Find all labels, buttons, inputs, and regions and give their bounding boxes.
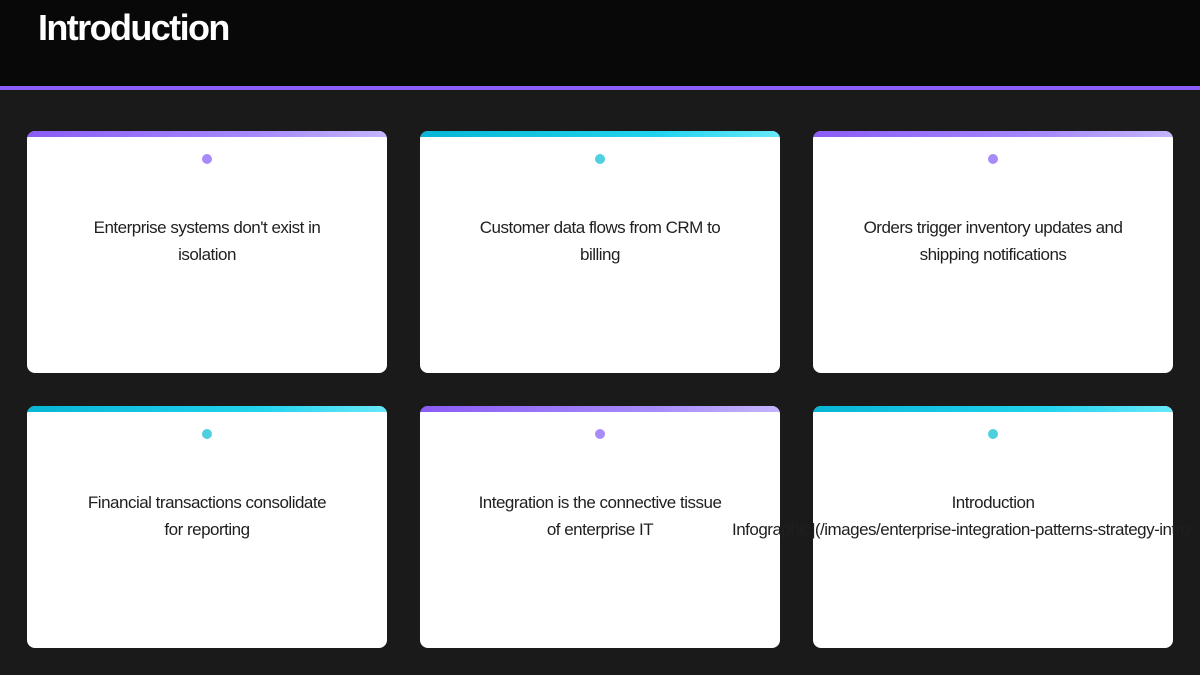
card-2: Customer data flows from CRM to billing bbox=[420, 131, 780, 373]
card-text-line: Financial transactions consolidate bbox=[87, 493, 327, 512]
header-divider bbox=[0, 86, 1200, 90]
card-6 bbox=[813, 406, 1173, 648]
card-text-line: Enterprise systems don't exist in bbox=[93, 218, 321, 237]
card-text: Introduction bbox=[813, 489, 1173, 516]
card-5: Integration is the connective tissue of … bbox=[420, 406, 780, 648]
card-text-line: Introduction bbox=[951, 493, 1035, 512]
card-6-text-layer: Introduction bbox=[813, 406, 1173, 648]
card-accent-bar bbox=[27, 131, 387, 137]
slide-header: Introduction bbox=[0, 0, 1200, 86]
card-text-line: shipping notifications bbox=[919, 245, 1067, 264]
card-text: Enterprise systems don't exist in isolat… bbox=[27, 214, 387, 268]
card-text-line: for reporting bbox=[164, 520, 250, 539]
bullet-dot-icon bbox=[595, 154, 605, 164]
card-accent-bar bbox=[27, 406, 387, 412]
card-text-line: Orders trigger inventory updates and bbox=[863, 218, 1123, 237]
card-text-line: billing bbox=[580, 245, 620, 264]
card-accent-bar bbox=[420, 406, 780, 412]
card-text: Financial transactions consolidate for r… bbox=[27, 489, 387, 543]
card-text-line: Infographic](/images/enterprise-integrat… bbox=[732, 520, 1190, 539]
bullet-dot-icon bbox=[202, 429, 212, 439]
card-text-line: Integration is the connective tissue bbox=[478, 493, 722, 512]
card-accent-bar bbox=[813, 406, 1173, 412]
card-1: Enterprise systems don't exist in isolat… bbox=[27, 131, 387, 373]
bullet-dot-icon bbox=[988, 154, 998, 164]
card-text: Integration is the connective tissue of … bbox=[420, 489, 780, 543]
card-3: Orders trigger inventory updates and shi… bbox=[813, 131, 1173, 373]
card-accent-bar bbox=[420, 131, 780, 137]
bullet-dot-icon bbox=[595, 429, 605, 439]
page-title: Introduction bbox=[38, 7, 230, 48]
card-4: Financial transactions consolidate for r… bbox=[27, 406, 387, 648]
card-accent-bar bbox=[813, 131, 1173, 137]
card-text: Customer data flows from CRM to billing bbox=[420, 214, 780, 268]
bullet-dot-icon bbox=[988, 429, 998, 439]
card-text-line: of enterprise IT bbox=[546, 520, 654, 539]
bullet-dot-icon bbox=[202, 154, 212, 164]
card-text: Orders trigger inventory updates and shi… bbox=[813, 214, 1173, 268]
card-text-line: isolation bbox=[178, 245, 236, 264]
card-6-overflow-line: Infographic](/images/enterprise-integrat… bbox=[732, 516, 1200, 546]
card-text-line: Customer data flows from CRM to bbox=[479, 218, 721, 237]
